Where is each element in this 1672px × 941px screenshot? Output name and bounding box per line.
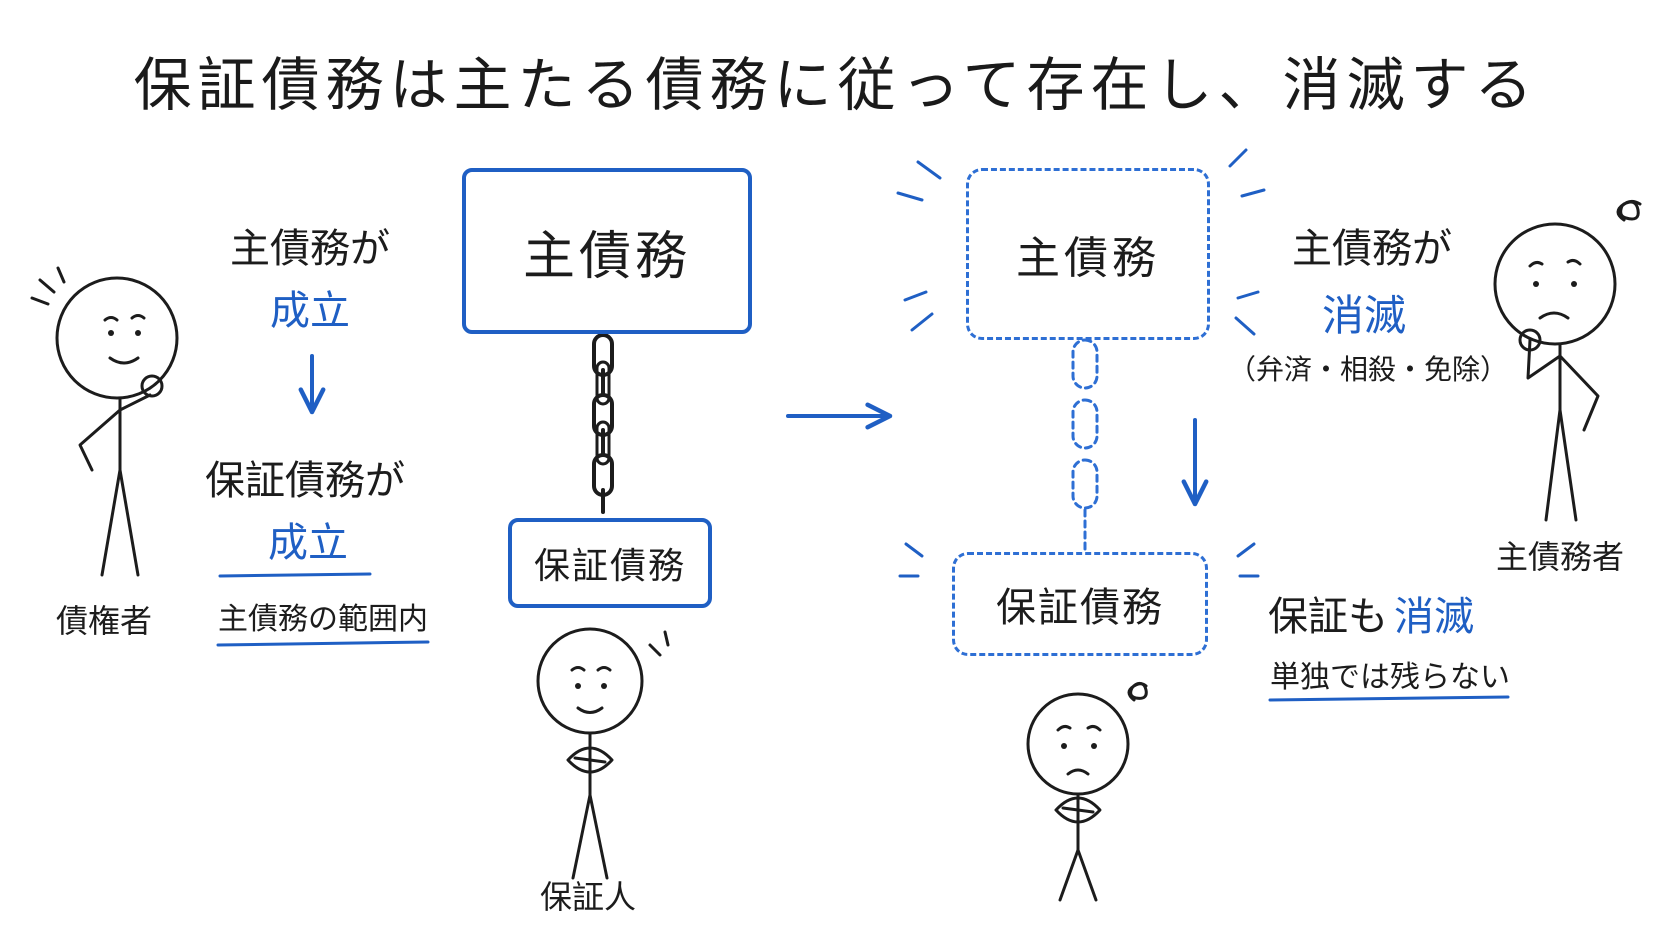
creditor-figure xyxy=(30,266,179,577)
left-step2-line1: 保証債務が xyxy=(205,458,405,504)
right-step1-line2: 消滅 xyxy=(1322,291,1407,340)
main-debtor-figure xyxy=(1493,199,1642,522)
left-step1-line2: 成立 xyxy=(270,288,350,334)
fade-rays-main xyxy=(896,148,1266,336)
chain-left xyxy=(592,333,614,514)
left-step2-line2: 成立 xyxy=(268,520,348,566)
main-debt-box: 主債務 xyxy=(462,168,752,334)
chain-right-dashed xyxy=(1071,338,1099,554)
left-note-underline xyxy=(216,640,430,647)
left-step1-line1: 主債務が xyxy=(230,226,390,272)
left-step-underline xyxy=(218,572,372,578)
guarantee-debt-box-extinguished-label: 保証債務 xyxy=(996,585,1164,631)
right-note: 単独では残らない xyxy=(1270,660,1510,695)
guarantee-debt-box: 保証債務 xyxy=(508,518,712,608)
main-debt-box-extinguished-label: 主債務 xyxy=(1016,233,1160,284)
main-debtor-label: 主債務者 xyxy=(1496,538,1625,576)
right-note-underline xyxy=(1268,695,1510,702)
left-note: 主債務の範囲内 xyxy=(218,602,428,637)
right-step1-detail: （弁済・相殺・免除） xyxy=(1228,353,1509,386)
guarantor-label: 保証人 xyxy=(540,878,637,916)
guarantor-figure xyxy=(536,627,670,880)
guarantee-debt-box-extinguished: 保証債務 xyxy=(952,552,1208,656)
main-debt-box-extinguished: 主債務 xyxy=(966,168,1210,340)
diagram-title: 保証債務は主たる債務に従って存在し、消滅する xyxy=(133,51,1539,119)
right-step2-highlight: 消滅 xyxy=(1394,594,1474,640)
worried-guarantor-figure xyxy=(1026,681,1148,902)
right-step1-line1: 主債務が xyxy=(1292,226,1452,272)
creditor-label: 債権者 xyxy=(56,602,153,640)
main-debt-box-label: 主債務 xyxy=(522,226,691,287)
fade-rays-guarantee xyxy=(898,542,1260,578)
guarantee-debt-box-label: 保証債務 xyxy=(533,546,686,587)
right-step2-prefix: 保証も xyxy=(1268,594,1388,640)
